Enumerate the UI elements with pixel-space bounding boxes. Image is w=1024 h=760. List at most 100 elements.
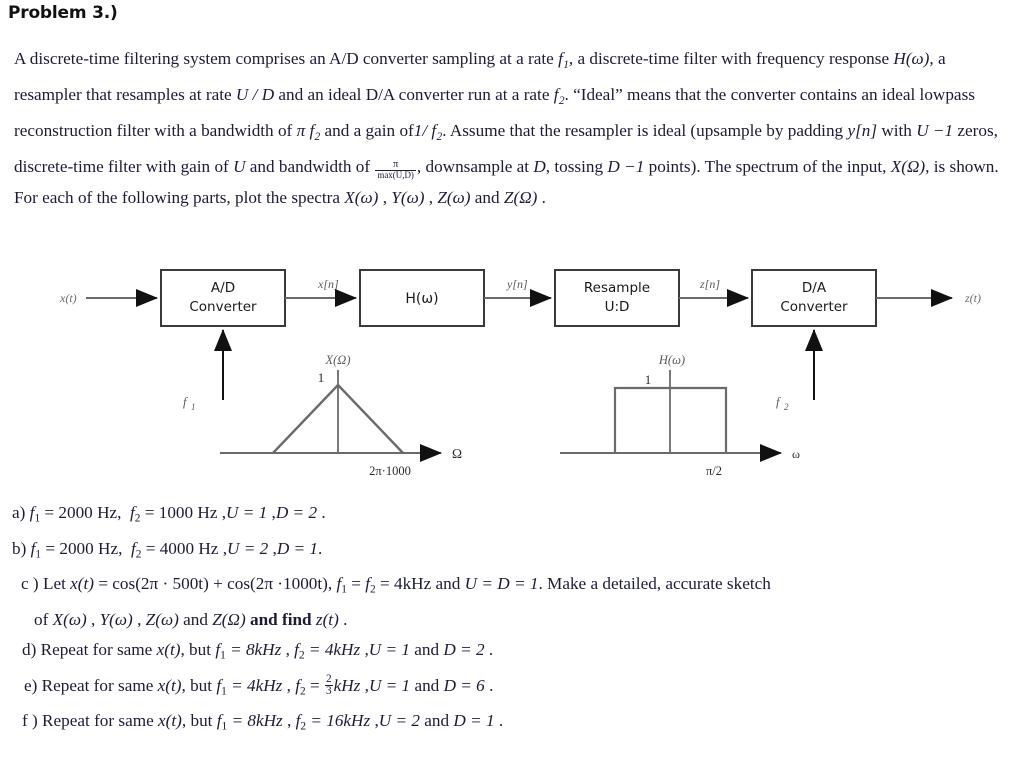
intro-text-4: and an ideal D/A converter run at a rate: [274, 85, 554, 105]
part-d-f2: f: [294, 639, 299, 659]
symbol-Y-w: Y(ω): [391, 187, 425, 207]
signal-label-zn: z[n]: [699, 277, 720, 291]
part-f-end: .: [494, 711, 504, 731]
plot-x-triangle-shape: [272, 383, 404, 454]
symbol-D-minus-1: D −1: [607, 157, 645, 177]
intro-text-9: zeros, discrete-time filter with gain of: [14, 121, 998, 177]
intro-text-13: points). The spectrum of the input,: [644, 157, 891, 177]
part-e-and: and: [410, 675, 444, 695]
intro-text-2: , a discrete-time filter with frequency …: [568, 49, 894, 68]
plot-h-title: H(ω): [658, 353, 685, 367]
part-c-UD: U = D = 1: [464, 574, 539, 594]
intro-sep-3: and: [470, 187, 504, 207]
intro-text-1: A discrete-time filtering system compris…: [14, 49, 559, 68]
intro-sep-2: ,: [424, 187, 438, 207]
part-e-marker: e): [24, 675, 38, 695]
part-e-D: D = 6: [443, 675, 485, 695]
part-e-fraction-denominator: 3: [325, 685, 332, 698]
part-f-D: D = 1: [453, 711, 495, 731]
symbol-f2: f: [553, 85, 559, 105]
symbol-U: U: [233, 157, 246, 177]
part-c-f1-sub: 1: [341, 583, 347, 596]
block-resample-line2: U:D: [605, 299, 630, 315]
part-b-end: .: [318, 538, 323, 558]
part-b-f1-value: = 2000 Hz: [41, 538, 119, 558]
symbol-Z-w: Z(ω): [437, 187, 471, 207]
intro-text-11: , downsample at: [416, 157, 534, 177]
block-ad-converter[interactable]: [160, 269, 286, 327]
intro-text-3: , a resampler that resamples at rate: [14, 49, 946, 105]
diagram-output-label: z(t): [964, 291, 981, 305]
part-f-U: U = 2: [378, 711, 420, 731]
part-d-xt: x(t): [156, 639, 181, 659]
part-c-f2-sub: 2: [370, 583, 376, 596]
part-c-text1: Let: [42, 574, 71, 594]
symbol-pi-f2: π f: [296, 121, 315, 141]
plot-h-cutoff-label: π/2: [706, 464, 722, 478]
part-f: f ) Repeat for same x(t), but f1 = 8kHz …: [22, 711, 504, 733]
intro-text-6: and a gain of: [320, 121, 414, 141]
part-d-D: D = 2: [443, 639, 485, 659]
plot-x-spectrum: X(Ω) 1 Ω 2π·1000: [220, 353, 462, 478]
part-c-f2: f: [365, 574, 371, 594]
part-f-f2: f: [295, 711, 301, 731]
part-b-marker: b): [12, 538, 27, 558]
part-c-Zw: Z(ω): [145, 609, 179, 629]
block-da-converter[interactable]: [751, 269, 877, 327]
part-c-of: of: [34, 609, 53, 629]
part-e-xt: x(t): [157, 675, 182, 695]
part-d-marker: d): [22, 639, 37, 659]
part-d-f1-value: = 8kHz: [225, 639, 282, 659]
part-e-f2: f: [295, 675, 300, 695]
part-a-f1-sub: 1: [34, 512, 41, 525]
part-e-but: , but: [181, 675, 217, 695]
symbol-pi-f2-sub: 2: [314, 130, 321, 143]
fraction-denominator: max(U,D): [377, 169, 414, 180]
symbol-f2-sub: 2: [558, 94, 565, 107]
block-da-converter-line1: D/A: [802, 280, 827, 296]
part-e: e) Repeat for same x(t), but f1 = 4kHz ,…: [24, 672, 494, 698]
block-resample[interactable]: [554, 269, 680, 327]
part-c-sep-b: ,: [132, 609, 146, 629]
plot-x-title: X(Ω): [325, 353, 351, 367]
signal-label-yn: y[n]: [506, 277, 528, 291]
symbol-U-over-D: U / D: [235, 85, 275, 105]
part-a-D: D = 2: [275, 503, 318, 522]
part-e-f2-sub: 2: [299, 685, 306, 698]
part-c-line1: c ) Let x(t) = cos(2π · 500t) + cos(2π ·…: [21, 574, 771, 596]
part-f-and: and: [419, 711, 454, 731]
symbol-D: D: [533, 157, 546, 177]
part-a-f2-sub: 2: [134, 512, 141, 525]
part-a-U: U = 1: [226, 503, 268, 522]
part-f-f1: f: [216, 711, 222, 731]
part-b-f2-sub: 2: [135, 548, 142, 561]
block-ad-converter-line1: A/D: [211, 280, 235, 296]
symbol-gain: 1/ f: [413, 121, 437, 141]
part-b-f2-value: = 4000 Hz: [141, 538, 219, 558]
block-filter-h[interactable]: [359, 269, 485, 327]
part-c-Yw: Y(ω): [99, 609, 133, 629]
part-e-fraction-numerator: 2: [324, 672, 333, 687]
part-e-f1-sub: 1: [221, 685, 227, 698]
symbol-H: H: [893, 49, 906, 68]
intro-text-8: with: [877, 121, 917, 141]
part-d: d) Repeat for same x(t), but f1 = 8kHz ,…: [22, 639, 494, 662]
part-d-f1-sub: 1: [220, 649, 226, 662]
intro-text-14: , is shown. For each of the following pa…: [14, 157, 999, 207]
part-e-end: .: [484, 675, 494, 695]
part-b-f1-sub: 1: [35, 548, 42, 561]
block-resample-line1: Resample: [584, 280, 650, 296]
symbol-yn: y[n]: [847, 121, 878, 141]
part-f-f1-value: = 8kHz: [227, 711, 283, 731]
intro-sep-1: ,: [378, 187, 392, 207]
part-d-U: U = 1: [368, 639, 410, 659]
part-f-but: , but: [181, 711, 217, 731]
part-c-sep-a: ,: [86, 609, 100, 629]
part-c-marker: c ): [21, 574, 39, 594]
part-a-f2: f: [130, 503, 135, 522]
block-da-converter-line2: Converter: [780, 299, 848, 315]
part-d-f2-value: = 4kHz: [304, 639, 361, 659]
